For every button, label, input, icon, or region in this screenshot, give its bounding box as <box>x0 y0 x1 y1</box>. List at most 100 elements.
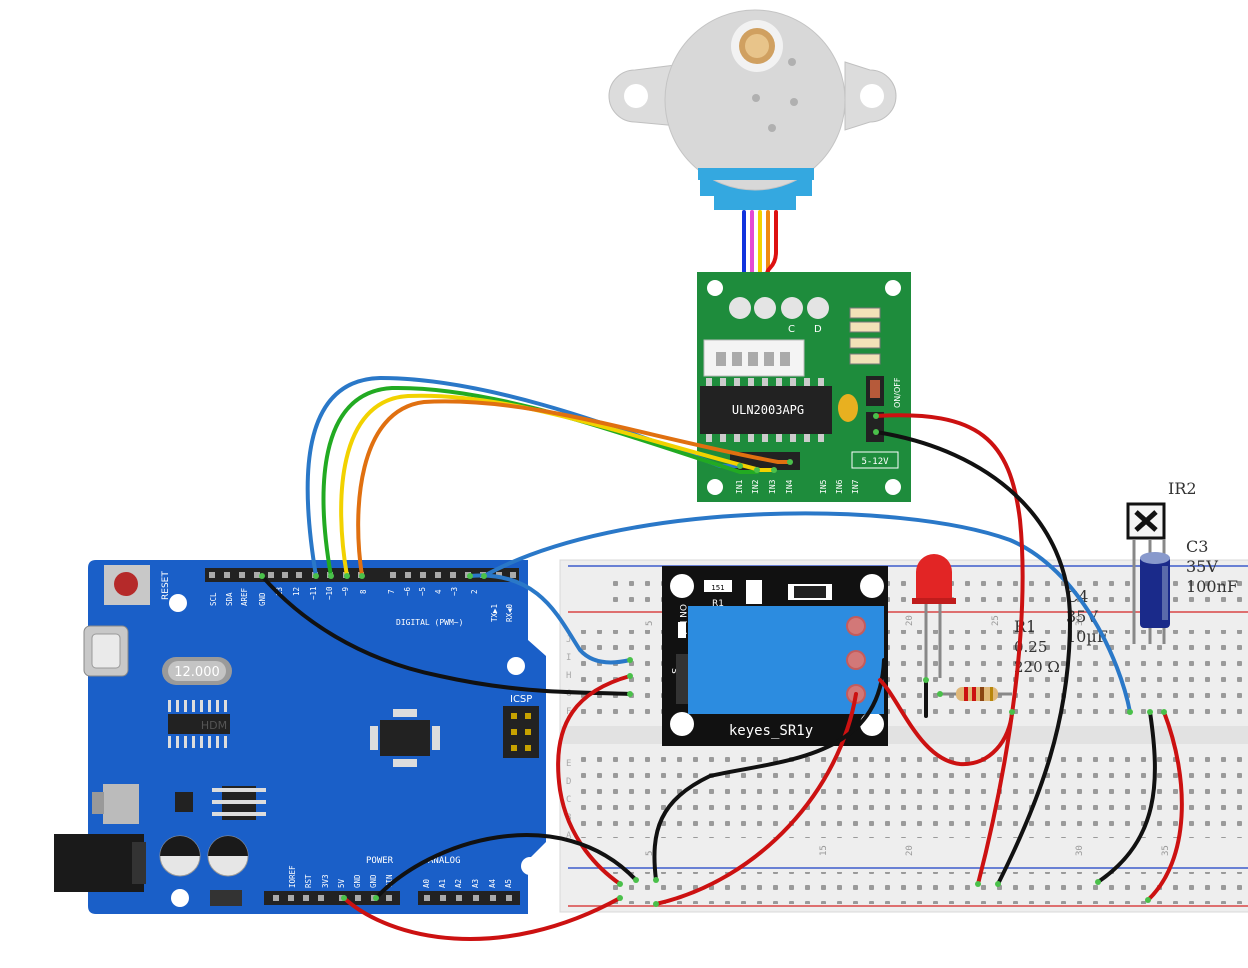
power-header <box>264 891 400 905</box>
mounting-hole <box>624 84 648 108</box>
resistor-value: 220 Ω <box>1014 658 1060 676</box>
mounting-hole <box>169 594 187 612</box>
wire-gnd <box>374 833 638 900</box>
chip-label: ULN2003APG <box>732 403 804 417</box>
pin-label: ~3 <box>450 587 459 596</box>
switch-label: ON/OFF <box>893 377 902 408</box>
side-label: ON led <box>677 604 687 634</box>
pin-label: IN5 <box>819 479 828 494</box>
mounting-hole <box>707 280 723 296</box>
wire-ir-signal <box>482 511 1132 714</box>
reset-label: RESET <box>161 571 171 600</box>
wire-relay-gnd <box>652 658 886 882</box>
mounting-hole <box>707 479 723 495</box>
column-number: 30 <box>1075 615 1085 626</box>
wire-in2 <box>321 385 759 578</box>
wire-5v <box>342 896 622 941</box>
resistor-label: R1 <box>712 599 724 609</box>
pin-label: 7 <box>387 589 396 594</box>
pin-label: A3 <box>471 879 480 888</box>
wire-in4 <box>356 399 792 578</box>
mounting-hole <box>860 84 884 108</box>
smd-label: 151 <box>711 584 724 592</box>
column-number: 25 <box>991 615 1001 626</box>
led-label: D <box>814 324 822 335</box>
pin-label: 3V3 <box>321 874 330 888</box>
pin-label: A4 <box>488 878 497 888</box>
ir-name: IR2 <box>1168 479 1197 498</box>
pin-label: ~10 <box>325 586 334 600</box>
icsp-header <box>503 706 539 758</box>
ceramic-capacitor <box>838 394 858 422</box>
row-letter: C <box>566 795 571 805</box>
mounting-hole <box>860 574 884 598</box>
uln2003-chip <box>700 386 832 434</box>
voltage-label: 5-12V <box>861 457 889 467</box>
smd-diode <box>210 890 242 906</box>
crystal-label: 12.000 <box>174 665 220 680</box>
wire-ir-gnd <box>1096 710 1157 884</box>
analog-header <box>418 891 520 905</box>
pin-label: IN7 <box>851 479 860 494</box>
pin-label: A0 <box>422 878 431 888</box>
wire-relay-signal <box>468 573 632 665</box>
arduino-board: RESET 12.000 HDM ICSP <box>54 560 546 914</box>
row-letter: H <box>566 671 571 681</box>
column-number: 20 <box>905 845 915 856</box>
mounting-hole <box>670 574 694 598</box>
row-letter: E <box>566 759 571 769</box>
icsp-label: ICSP <box>510 694 532 705</box>
wire-vcc-relay <box>556 674 632 886</box>
resistor-name: R1 <box>1014 617 1036 636</box>
wire-gnd-relay <box>260 574 632 696</box>
pin-label: IOREF <box>288 865 297 888</box>
power-label: POWER <box>366 856 394 866</box>
pin-label: IN2 <box>751 479 760 494</box>
led-d <box>807 297 829 319</box>
relay-body <box>688 606 838 714</box>
pin-label: 8 <box>359 589 368 594</box>
row-letter: A <box>566 831 572 841</box>
microcontroller <box>370 709 440 767</box>
row-letter: J <box>566 635 571 645</box>
usb-chip: HDM <box>168 700 230 748</box>
column-number: 5 <box>645 621 655 626</box>
analog-label: ANALOG <box>428 856 461 866</box>
stepper-motor <box>608 9 897 210</box>
pin-label: 2 <box>470 589 479 594</box>
row-letter: I <box>566 653 571 663</box>
lower-terminal-strip <box>580 754 1248 838</box>
pin-label: GND <box>353 874 362 888</box>
pin-label: ~5 <box>418 587 427 596</box>
cap-value: 10µF <box>1066 627 1108 646</box>
pin-label: GND <box>258 592 267 606</box>
wire-driver-vcc <box>874 413 1025 886</box>
pin-label: IN6 <box>835 479 844 494</box>
row-letter: D <box>566 777 571 787</box>
relay-module: 151 R1 ON led S keyes_SR1y <box>662 566 888 746</box>
pin-label: ~11 <box>309 586 318 600</box>
cap-name: C3 <box>1186 537 1208 556</box>
pin-label: VIN <box>385 874 394 888</box>
dc-jack <box>54 834 144 892</box>
pin-label: RST <box>304 874 313 888</box>
module-label: keyes_SR1y <box>729 723 813 739</box>
pin-s-label: S <box>669 668 679 674</box>
wire-relay-led <box>878 678 1014 767</box>
transistor <box>746 580 762 604</box>
red-led <box>912 554 956 680</box>
pin-label: A1 <box>438 879 447 888</box>
led-a <box>729 297 751 319</box>
column-number: 20 <box>905 615 915 626</box>
pin-label: 4 <box>434 589 443 594</box>
capacitor-c3: C3 35V 100nF <box>1140 537 1238 628</box>
column-number: 5 <box>645 851 655 856</box>
pin-label: A5 <box>504 879 513 888</box>
pin-label: 12 <box>292 587 301 596</box>
pin-label: AREF <box>240 587 249 606</box>
pin-label: 13 <box>275 587 284 596</box>
mounting-hole <box>521 857 539 875</box>
mounting-hole <box>860 712 884 736</box>
pin-label: IN3 <box>768 479 777 494</box>
